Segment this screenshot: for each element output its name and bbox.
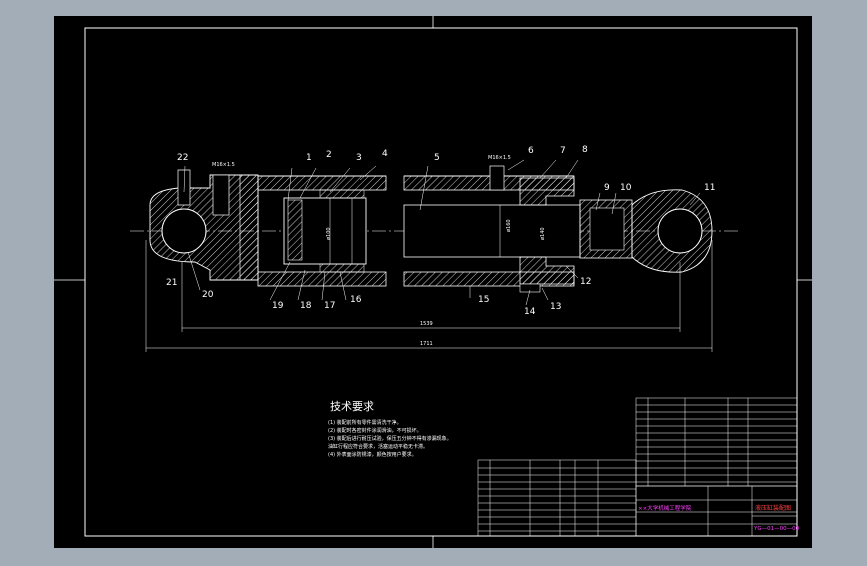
dimension-lines [145,240,713,352]
title-block-school: ××大学机械工程学院 [638,504,692,512]
part-label-13: 13 [550,302,561,312]
piston [283,189,367,273]
dimension-overall: 1711 [420,341,433,347]
part-label-8: 8 [582,145,588,155]
bore-label-2: ø140 [540,227,546,240]
part-label-7: 7 [560,146,566,156]
part-label-16: 16 [350,295,362,305]
notes-line-2: (2) 装配时各密封件涂润滑油，不可损坏。 [328,427,422,434]
parts-list-upper [635,397,798,487]
front-ear [579,189,713,273]
part-label-18: 18 [300,301,312,311]
part-label-4: 4 [382,149,388,159]
piston-rod [403,204,581,258]
part-label-11: 11 [704,183,715,193]
part-label-15: 15 [478,295,489,305]
leader-lines [183,159,701,306]
notes-line-1: (1) 装配前所有零件需清洗干净。 [328,419,402,426]
part-label-20: 20 [202,290,214,300]
part-label-22: 22 [177,153,188,163]
part-label-21: 21 [166,278,177,288]
title-block-drawing-no: YG—01—00—00 [753,526,800,532]
part-label-17: 17 [324,301,335,311]
title-block-drawing-name: 液压缸装配图 [755,504,791,512]
bore-label-3: ø100 [326,227,332,240]
rear-ear [149,169,259,281]
part-labels: 1 2 3 4 5 6 7 8 9 10 11 12 13 14 15 16 1… [166,145,715,317]
part-label-6: 6 [528,146,534,156]
notes-line-5: (4) 外表面涂防锈漆，颜色按用户要求。 [328,451,417,458]
part-label-9: 9 [604,183,610,193]
part-label-2: 2 [326,150,332,160]
part-label-19: 19 [272,301,284,311]
notes-line-3: (3) 装配后进行耐压试验，保压五分钟不得有渗漏现象。 [328,435,452,442]
part-label-3: 3 [356,153,362,163]
dimension-inner: 1539 [420,321,433,327]
notes-line-4: 油缸行程应符合要求，活塞运动平稳无卡滞。 [328,443,428,450]
notes-title: 技术要求 [330,400,374,413]
thread-callout-right: M16×1.5 [488,155,511,161]
part-label-10: 10 [620,183,632,193]
front-gland [489,165,575,293]
thread-callout-left: M16×1.5 [212,162,235,168]
drawing-border [84,27,798,537]
part-label-14: 14 [524,307,536,317]
part-label-5: 5 [434,153,440,163]
bore-label-1: ø160 [506,219,512,232]
part-label-12: 12 [580,277,591,287]
title-block [635,485,798,537]
parts-list [477,459,637,537]
part-label-1: 1 [306,153,312,163]
